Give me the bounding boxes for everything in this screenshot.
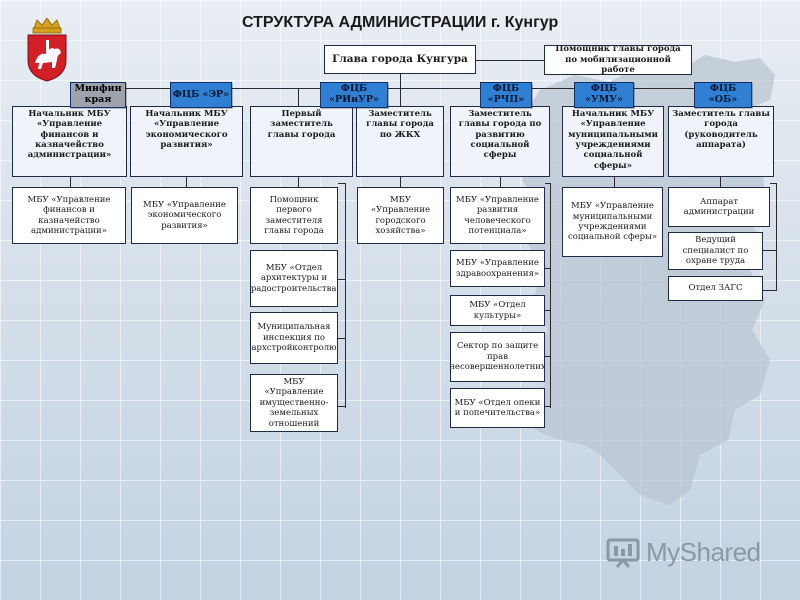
tag-minfin-label: Минфин края <box>74 83 122 105</box>
mu-dept-label: МБУ «Управление муниципальными учреждени… <box>567 201 658 243</box>
apparat-label: Аппарат администрации <box>683 196 755 217</box>
labor-safety-specialist-box: Ведущий специалист по охране труда <box>668 232 763 270</box>
city-economy-dept-box: МБУ «Управление городского хозяйства» <box>357 187 444 244</box>
zhkh-deputy-box: Заместитель главы города по ЖКХ <box>356 106 444 177</box>
health-dept-box: МБУ «Управление здравоохранения» <box>450 250 545 287</box>
head-label: Глава города Кунгура <box>332 53 468 66</box>
mu-head-label: Начальник МБУ «Управление муниципальными… <box>568 109 658 171</box>
tag-riur-label: ФЦБ «РИиУР» <box>329 83 379 105</box>
apparat-deputy-box: Заместитель главы города (руководитель а… <box>668 106 774 177</box>
architecture-dept-label: МБУ «Отдел архитектуры и градостроительс… <box>250 262 338 294</box>
watermark: MyShared <box>606 536 761 568</box>
land-property-dept-box: МБУ «Управление имущественно-земельных о… <box>250 374 338 432</box>
first-assistant-box: Помощник первого заместителя главы город… <box>250 187 338 244</box>
tag-ob: ФЦБ «ОБ» <box>694 82 752 108</box>
tag-rchp-label: ФЦБ «РЧП» <box>487 83 525 105</box>
fin-head-label: Начальник МБУ «Управление финансов и каз… <box>27 109 112 161</box>
tag-ob-label: ФЦБ «ОБ» <box>708 83 738 105</box>
fin-dept-box: МБУ «Управление финансов и казначейство … <box>12 187 126 244</box>
minors-rights-sector-box: Сектор по защите прав несовершеннолетних <box>450 332 545 382</box>
econ-head-label: Начальник МБУ «Управление экономического… <box>145 109 228 151</box>
culture-dept-label: МБУ «Отдел культуры» <box>469 300 526 321</box>
tag-umu-label: ФЦБ «УМУ» <box>585 83 623 105</box>
tag-rchp: ФЦБ «РЧП» <box>480 82 532 108</box>
social-deputy-box: Заместитель главы города по развитию соц… <box>450 106 550 177</box>
econ-dept-label: МБУ «Управление экономического развития» <box>143 199 226 231</box>
land-property-dept-label: МБУ «Управление имущественно-земельных о… <box>259 377 329 429</box>
first-deputy-label: Первый заместитель главы города <box>267 109 336 140</box>
assistant-box: Помощник главы города по мобилизационной… <box>544 45 692 75</box>
human-potential-dept-label: МБУ «Управление развития человеческого п… <box>456 194 539 236</box>
tag-riur: ФЦБ «РИиУР» <box>320 82 388 108</box>
assistant-label: Помощник главы города по мобилизационной… <box>555 45 681 75</box>
health-dept-label: МБУ «Управление здравоохранения» <box>455 258 540 279</box>
guardianship-dept-label: МБУ «Отдел опеки и попечительства» <box>454 397 541 418</box>
social-deputy-label: Заместитель главы города по развитию соц… <box>458 109 542 161</box>
minors-rights-sector-label: Сектор по защите прав несовершеннолетних <box>450 341 545 373</box>
econ-head-box: Начальник МБУ «Управление экономического… <box>130 106 243 177</box>
page-title: СТРУКТУРА АДМИНИСТРАЦИИ г. Кунгур <box>242 14 559 31</box>
labor-safety-specialist-label: Ведущий специалист по охране труда <box>682 235 749 267</box>
watermark-text: MyShared <box>646 536 761 567</box>
first-assistant-label: Помощник первого заместителя главы город… <box>264 194 324 236</box>
fin-dept-label: МБУ «Управление финансов и казначейство … <box>27 194 111 236</box>
econ-dept-box: МБУ «Управление экономического развития» <box>131 187 238 244</box>
tag-umu: ФЦБ «УМУ» <box>574 82 634 108</box>
fin-head-box: Начальник МБУ «Управление финансов и каз… <box>12 106 127 177</box>
human-potential-dept-box: МБУ «Управление развития человеческого п… <box>450 187 545 244</box>
apparat-box: Аппарат администрации <box>668 187 770 227</box>
coat-of-arms-icon <box>27 18 67 82</box>
tag-er: ФЦБ «ЭР» <box>170 82 232 108</box>
archstroy-inspection-label: Муниципальная инспекция по архстройконтр… <box>251 322 337 354</box>
apparat-deputy-label: Заместитель главы города (руководитель а… <box>672 109 770 151</box>
zags-dept-label: Отдел ЗАГС <box>688 283 743 294</box>
presentation-board-icon <box>606 538 640 568</box>
tag-minfin: Минфин края <box>70 82 126 108</box>
tag-er-label: ФЦБ «ЭР» <box>172 88 230 100</box>
city-economy-dept-label: МБУ «Управление городского хозяйства» <box>370 194 431 236</box>
first-deputy-box: Первый заместитель главы города <box>250 106 353 177</box>
mu-head-box: Начальник МБУ «Управление муниципальными… <box>562 106 664 177</box>
head-box: Глава города Кунгура <box>324 45 476 74</box>
zhkh-deputy-label: Заместитель главы города по ЖКХ <box>366 109 434 140</box>
zags-dept-box: Отдел ЗАГС <box>668 276 763 301</box>
mu-dept-box: МБУ «Управление муниципальными учреждени… <box>562 187 663 257</box>
architecture-dept-box: МБУ «Отдел архитектуры и градостроительс… <box>250 250 338 307</box>
guardianship-dept-box: МБУ «Отдел опеки и попечительства» <box>450 388 545 428</box>
culture-dept-box: МБУ «Отдел культуры» <box>450 295 545 326</box>
archstroy-inspection-box: Муниципальная инспекция по архстройконтр… <box>250 312 338 364</box>
